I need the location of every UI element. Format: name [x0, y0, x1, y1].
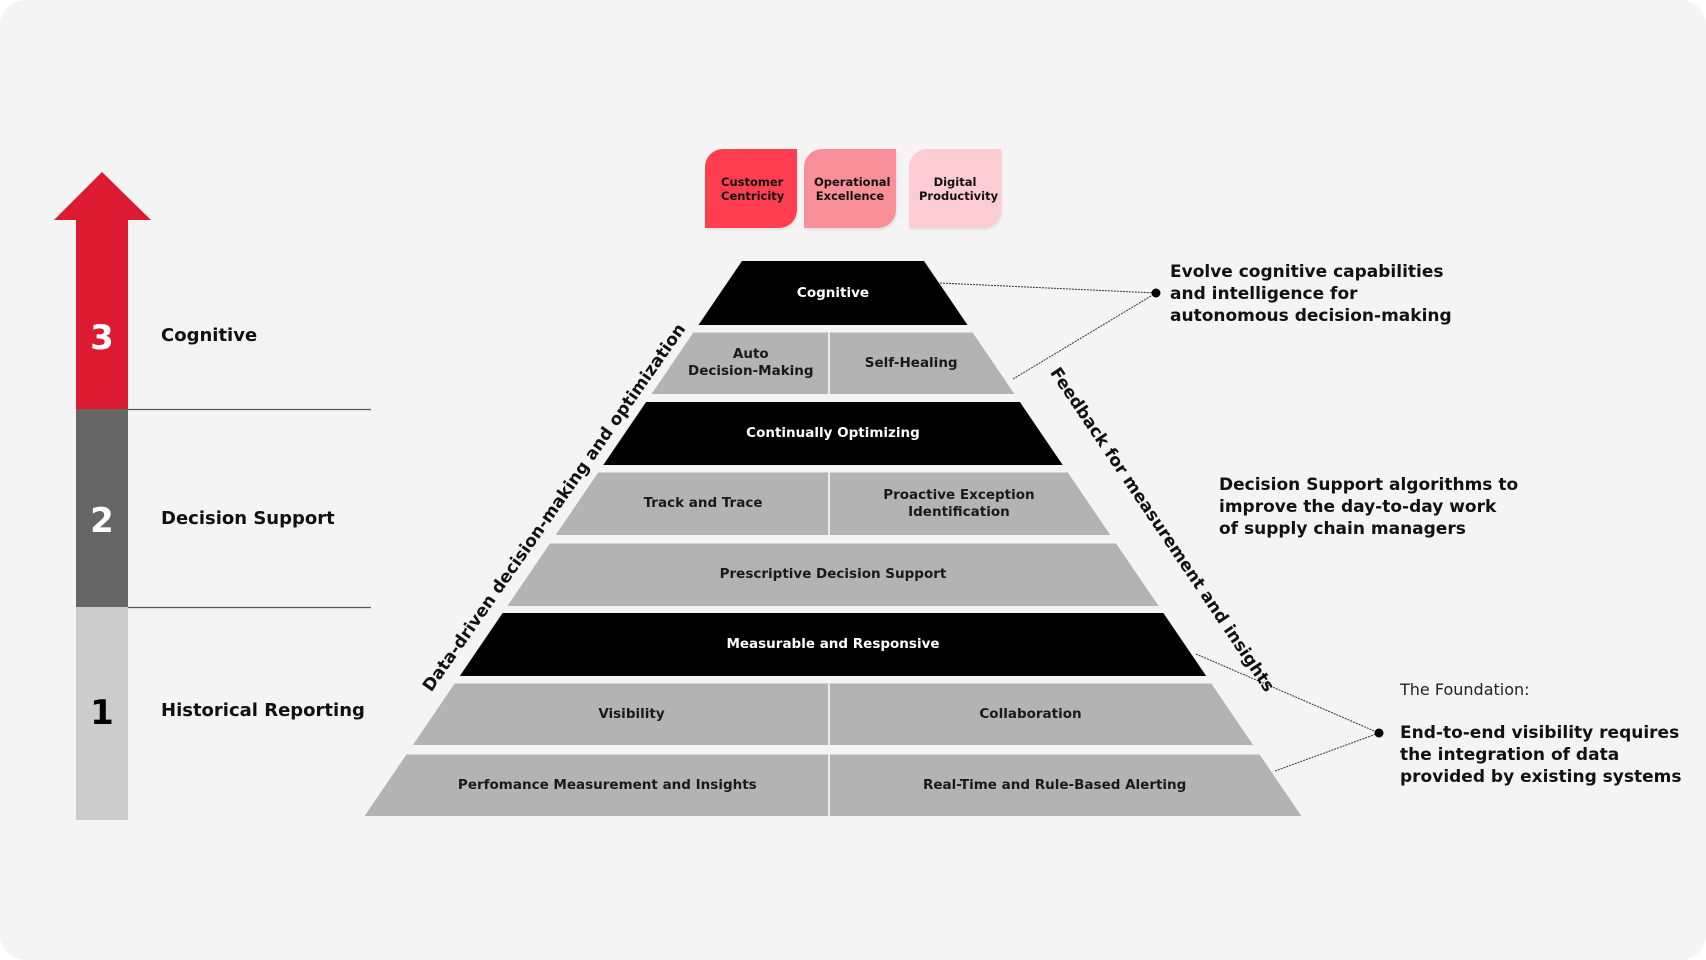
pyramid-cell-label: Collaboration: [979, 705, 1082, 722]
pyramid-cell-label: Auto Decision-Making: [688, 346, 814, 379]
level-2-number: 2: [90, 501, 114, 541]
pyramid-cell-label: Real-Time and Rule-Based Alerting: [922, 776, 1187, 793]
level-3-number: 3: [90, 318, 114, 358]
level-2-bar: [76, 408, 128, 607]
pyramid-cell-label: Prescriptive Decision Support: [719, 566, 947, 582]
cognitive-note: Evolve cognitive capabilities and intell…: [1170, 261, 1452, 327]
level-2-label: Decision Support: [161, 508, 335, 529]
level-1-bar: [76, 606, 128, 820]
cognitive-note-line: Evolve cognitive capabilities: [1170, 262, 1444, 282]
connector-cognitive-bottom: [1012, 292, 1157, 380]
foundation-note-line: provided by existing systems: [1400, 767, 1682, 787]
decision-note-line: improve the day-to-day work: [1219, 497, 1497, 517]
pillar-customer-centricity: Customer Centricity: [705, 149, 797, 228]
pillar-operational-excellence: Operational Excellence: [804, 149, 896, 228]
connector-foundation-bottom: [1274, 732, 1380, 772]
foundation-note-line: the integration of data: [1400, 745, 1620, 765]
pyramid-cell-label: Measurable and Responsive: [726, 636, 940, 652]
pyramid-tier: [507, 543, 1159, 606]
pyramid-tier: [459, 613, 1207, 676]
pyramid: [364, 261, 1302, 816]
level-1-label: Historical Reporting: [161, 700, 365, 721]
pyramid-tier: [603, 402, 1063, 465]
level-3-label: Cognitive: [161, 325, 258, 346]
level-3-arrow-icon: [54, 172, 151, 409]
connector-dot-cognitive: [1151, 288, 1161, 298]
pyramid-tier: [555, 472, 1111, 535]
decision-note-line: of supply chain managers: [1219, 519, 1466, 539]
pyramid-tier: [412, 683, 1254, 745]
pyramid-cell-label: Track and Trace: [643, 495, 763, 511]
pillar-label: Operational Excellence: [814, 174, 891, 203]
connector-dot-foundation: [1374, 728, 1384, 738]
foundation-note-line: End-to-end visibility requires: [1400, 723, 1680, 743]
decision-note-line: Decision Support algorithms to: [1219, 475, 1519, 495]
pyramid-cell-label: Cognitive: [796, 284, 870, 301]
pillar-label: Customer Centricity: [721, 174, 785, 203]
pyramid-tier: [364, 754, 1302, 816]
pillar-digital-productivity: Digital Productivity: [909, 149, 1001, 228]
cognitive-note-line: autonomous decision-making: [1170, 306, 1452, 326]
pyramid-cell-label: Self-Healing: [864, 354, 958, 371]
connector-cognitive-top: [939, 282, 1157, 294]
pyramid-cell-label: Proactive Exception Identification: [883, 486, 1035, 520]
level-1-number: 1: [90, 693, 114, 733]
pyramid-cell-label: Visibility: [598, 705, 665, 722]
foundation-heading: The Foundation:: [1400, 680, 1530, 699]
pyramid-tier: [651, 332, 1015, 394]
pyramid-tier: [698, 261, 968, 325]
cognitive-note-line: and intelligence for: [1170, 284, 1358, 304]
pillar-label: Digital Productivity: [919, 174, 999, 203]
decision-support-note: Decision Support algorithms to improve t…: [1219, 474, 1518, 540]
foundation-note: End-to-end visibility requires the integ…: [1400, 722, 1682, 788]
connector-foundation-top: [1195, 653, 1380, 734]
pyramid-cell-label: Continually Optimizing: [746, 425, 920, 441]
pyramid-cell-label: Perfomance Measurement and Insights: [457, 776, 757, 793]
